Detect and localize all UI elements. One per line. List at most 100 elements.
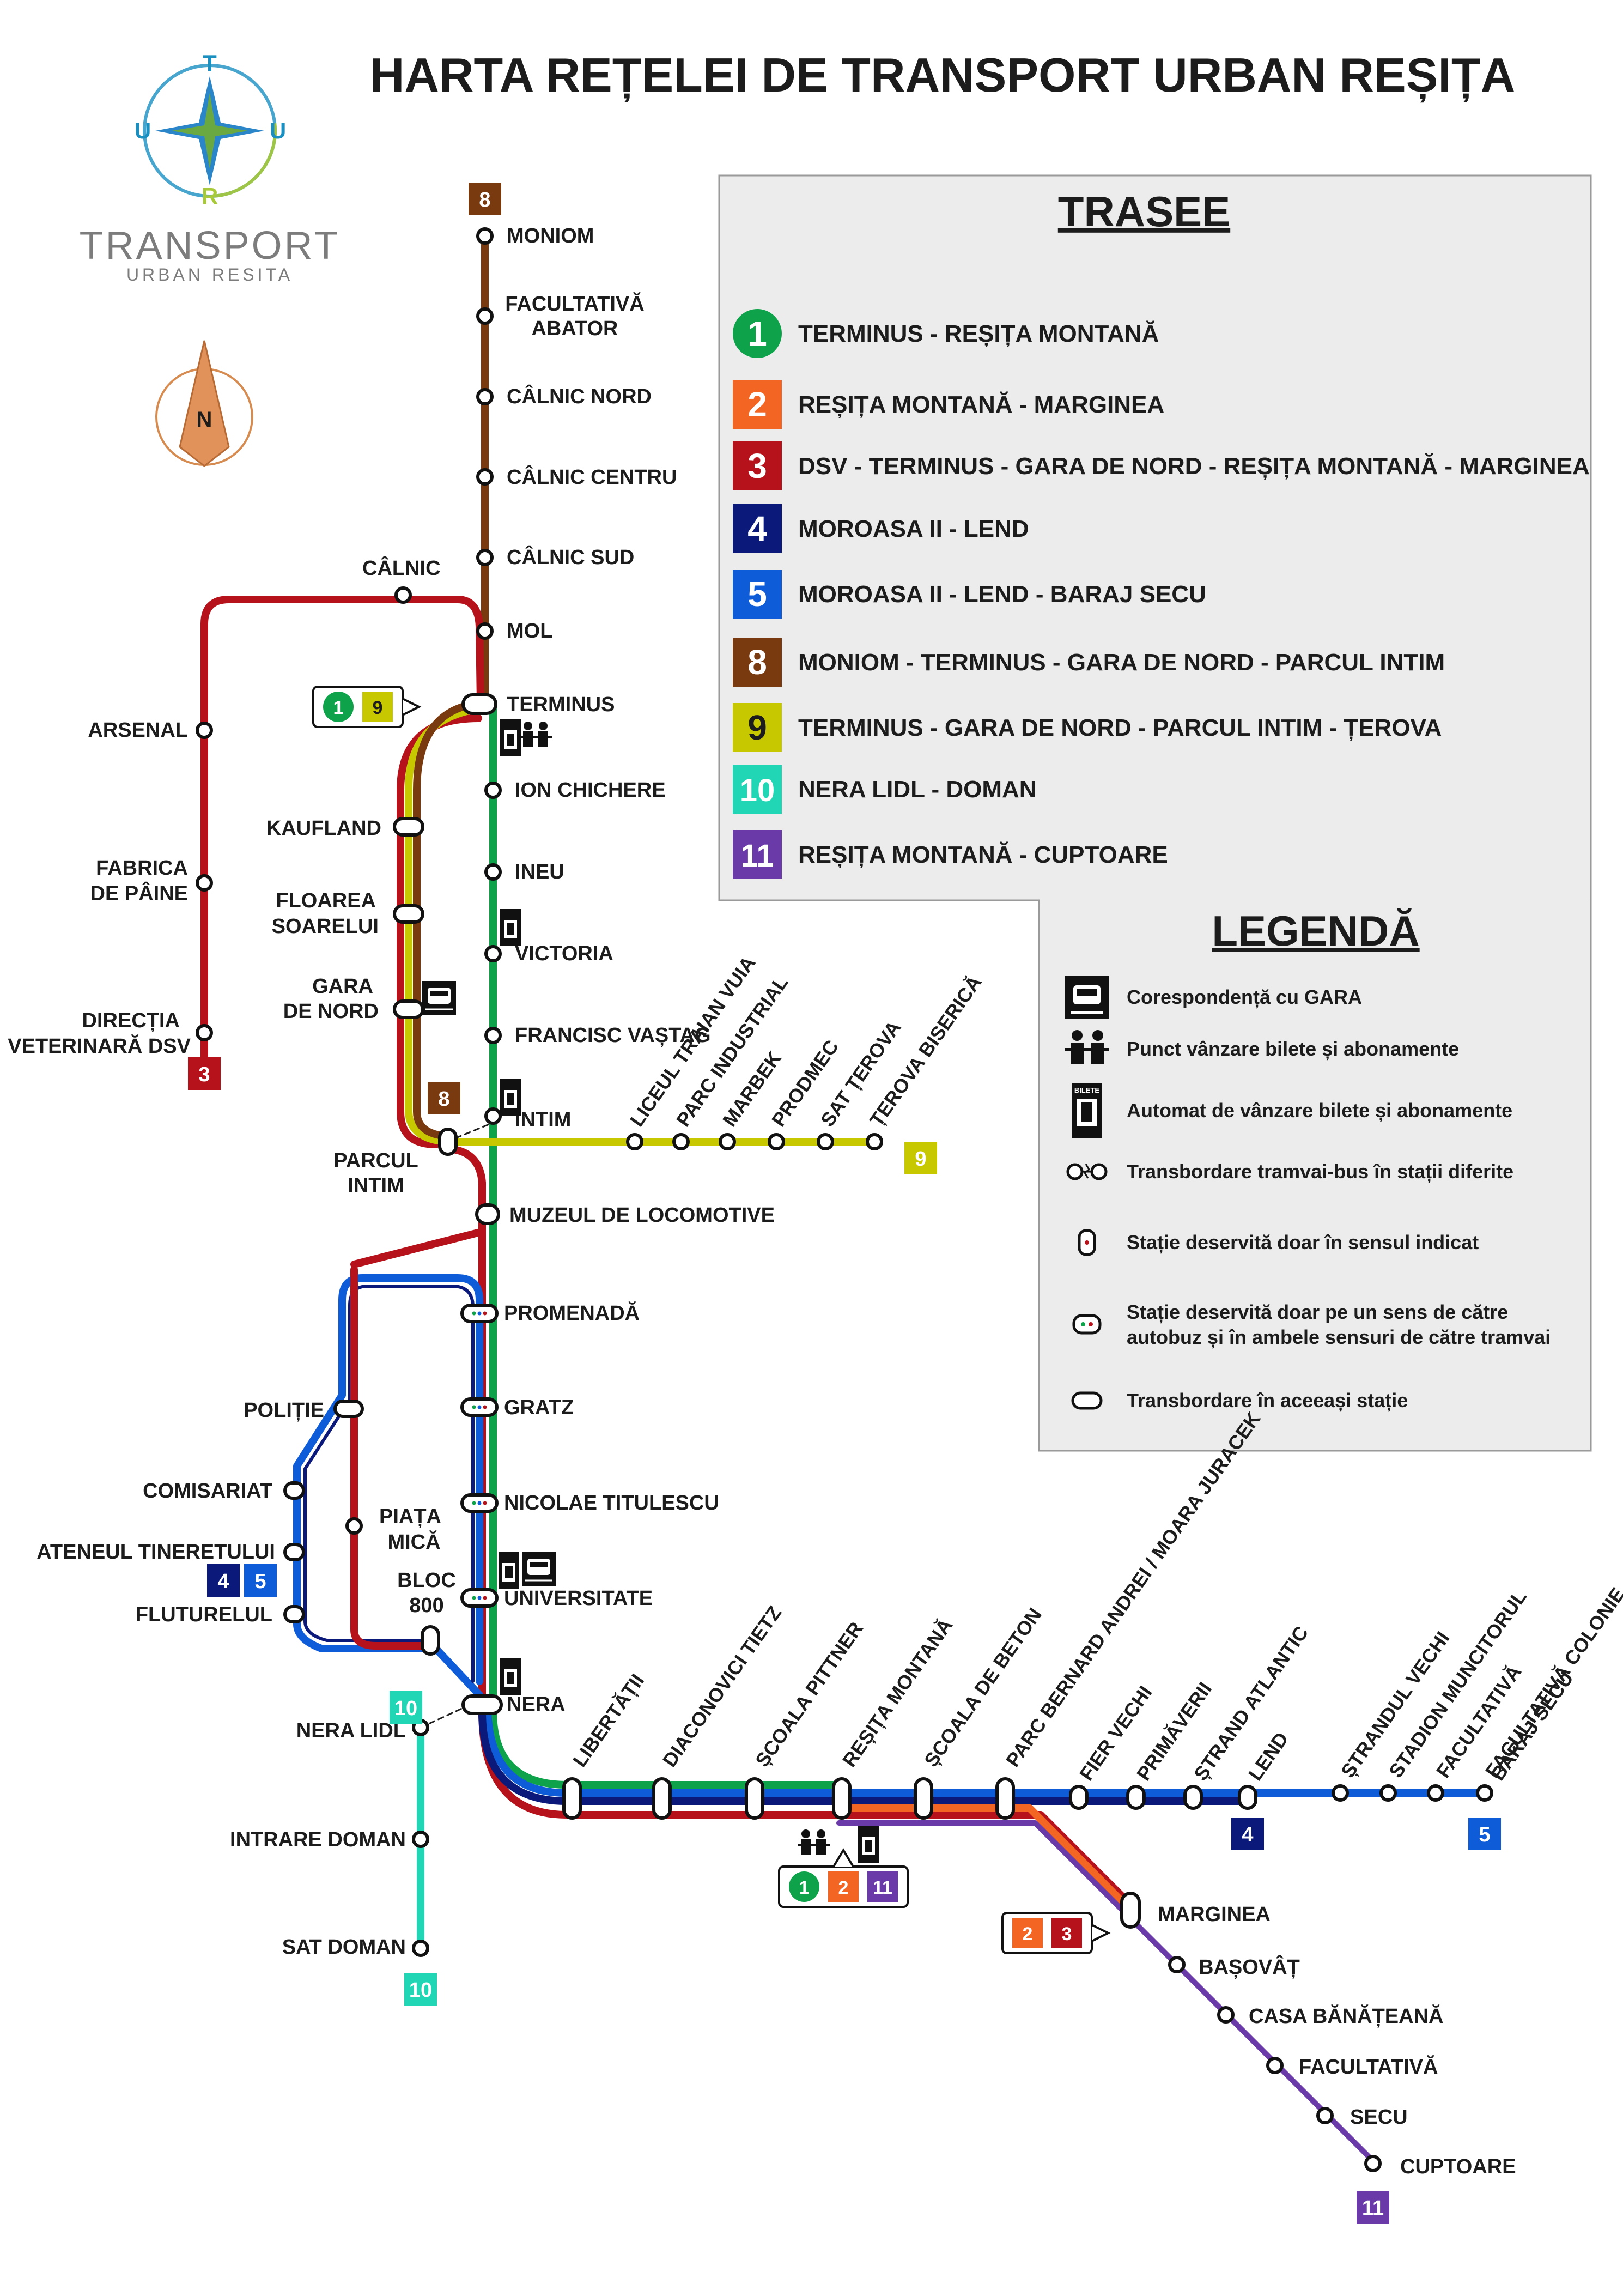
stop-marker-l9-2 bbox=[719, 1133, 736, 1150]
route-badge bbox=[733, 441, 782, 490]
station-parcul-2: INTIM bbox=[348, 1174, 404, 1197]
station-sat-doman: SAT DOMAN bbox=[282, 1936, 406, 1959]
stop-marker-l8-3 bbox=[476, 468, 494, 486]
svg-text:8: 8 bbox=[479, 189, 490, 211]
stop-marker-l10-1 bbox=[412, 1831, 429, 1848]
train-connection-icon bbox=[1065, 976, 1109, 1019]
line-9-intim-link bbox=[446, 1122, 494, 1143]
station-gara-2: DE NORD bbox=[283, 1000, 379, 1023]
stop-marker-l5-1 bbox=[1379, 1784, 1397, 1802]
stop-marker-l11-1 bbox=[1217, 2006, 1235, 2024]
route-description: MOROASA II - LEND - BARAJ SECU bbox=[798, 581, 1206, 608]
station-nera: NERA bbox=[507, 1693, 566, 1716]
line-3-dsv-loop bbox=[200, 596, 484, 1080]
north-arrow-icon: N bbox=[155, 340, 253, 467]
stop-marker-main-3 bbox=[832, 1777, 852, 1820]
svg-text:5: 5 bbox=[254, 1570, 266, 1593]
map-title: HARTA REȚELEI DE TRANSPORT URBAN REȘIȚA bbox=[370, 48, 1515, 102]
line-tag-l11: 11 bbox=[1357, 2191, 1389, 2224]
svg-text:4: 4 bbox=[217, 1570, 229, 1593]
station-calnic-nord: CÂLNIC NORD bbox=[507, 384, 652, 408]
facility-icons bbox=[422, 719, 879, 1863]
stop-marker-east-0 bbox=[1069, 1785, 1089, 1810]
routes-heading: TRASEE bbox=[1058, 187, 1230, 235]
svg-text:2: 2 bbox=[838, 1877, 849, 1898]
legend-text: Automat de vânzare bilete și abonamente bbox=[1127, 1099, 1512, 1122]
svg-text:3: 3 bbox=[1062, 1924, 1072, 1944]
station-vastag: FRANCISC VAȘTAG bbox=[515, 1024, 711, 1047]
stop-marker-main-1 bbox=[652, 1777, 672, 1820]
logo-subtitle: URBAN RESITA bbox=[126, 265, 293, 284]
stop-marker-main-2 bbox=[745, 1777, 764, 1820]
line-tag-l9: 9 bbox=[904, 1142, 937, 1174]
stop-marker-piata-mica bbox=[345, 1517, 363, 1535]
route-badge bbox=[733, 703, 782, 752]
station-facultativa: FACULTATIVĂ bbox=[1299, 2055, 1438, 2079]
svg-text:1: 1 bbox=[333, 698, 344, 718]
route-badge bbox=[733, 309, 782, 358]
universitate-train-icon bbox=[522, 1552, 556, 1586]
logo-name: TRANSPORT bbox=[80, 224, 341, 268]
station-universitate: UNIVERSITATE bbox=[504, 1587, 653, 1610]
gara-de-nord-train-icon bbox=[422, 981, 456, 1015]
station-politie: POLIȚIE bbox=[244, 1399, 324, 1422]
same-stop-transfer-icon bbox=[1071, 1391, 1103, 1410]
stop-marker-l8-1 bbox=[476, 307, 494, 325]
svg-text:10: 10 bbox=[394, 1697, 417, 1720]
legend-heading: LEGENDĂ bbox=[1212, 907, 1419, 955]
stop-marker-l5-3 bbox=[1476, 1784, 1493, 1802]
stop-marker-nera bbox=[461, 1694, 503, 1715]
legend-text-2: autobuz și în ambele sensuri de către tr… bbox=[1127, 1326, 1551, 1348]
line-4-loop bbox=[303, 1285, 475, 1683]
route-description: NERA LIDL - DOMAN bbox=[798, 776, 1037, 803]
legend-panel bbox=[1038, 899, 1592, 1452]
stop-marker-l11-4 bbox=[1364, 2155, 1382, 2172]
legend-item-2: Punct vânzare bilete și abonamente bbox=[1065, 1030, 1459, 1064]
logo-letter-u-left: U bbox=[135, 118, 151, 143]
intim-ticket-machine-icon bbox=[500, 1079, 521, 1116]
station-main-1: LIBERTĂȚII bbox=[568, 1670, 648, 1771]
station-dsv-2: VETERINARĂ DSV bbox=[8, 1034, 191, 1058]
stop-marker-l10-2 bbox=[412, 1940, 429, 1957]
logo-letter-r: R bbox=[202, 183, 218, 209]
station-ateneul: ATENEUL TINERETULUI bbox=[37, 1541, 275, 1564]
line-4-main bbox=[478, 1707, 1251, 1805]
station-floarea-1: FLOAREA bbox=[276, 889, 376, 912]
route-number: 3 bbox=[747, 446, 767, 486]
station-fabrica-1: FABRICA bbox=[96, 857, 188, 880]
svg-text:9: 9 bbox=[915, 1148, 926, 1171]
svg-text:1: 1 bbox=[799, 1877, 810, 1898]
route-number: 11 bbox=[740, 838, 774, 874]
stop-marker-l5-0 bbox=[1332, 1784, 1349, 1802]
stop-marker-main-0 bbox=[562, 1777, 582, 1820]
stop-marker-ateneul bbox=[283, 1543, 305, 1561]
line-tag-l5: 5 bbox=[1468, 1818, 1501, 1850]
stop-marker-terminus bbox=[461, 693, 497, 715]
route-badge bbox=[733, 570, 782, 619]
stop-marker-parcul-intim bbox=[438, 1128, 458, 1156]
line-3-loop-north bbox=[350, 1228, 486, 1268]
legend-text: Punct vânzare bilete și abonamente bbox=[1127, 1038, 1459, 1060]
route-badge bbox=[733, 638, 782, 687]
line-tag-l10: 10 bbox=[404, 1973, 437, 2006]
terminus-ticket-machine-icon bbox=[500, 719, 521, 756]
stop-marker-east-1 bbox=[1126, 1785, 1146, 1810]
legend-text: Stație deservită doar în sensul indicat bbox=[1127, 1231, 1479, 1254]
stop-marker-l8-5 bbox=[476, 622, 494, 640]
station-victoria: VICTORIA bbox=[515, 942, 613, 965]
svg-text:2: 2 bbox=[1023, 1924, 1033, 1944]
station-ion-chichere: ION CHICHERE bbox=[515, 779, 666, 802]
line-tag-l8: 8 bbox=[428, 1082, 460, 1114]
station-terminus: TERMINUS bbox=[507, 693, 615, 716]
station-calnic-sud: CÂLNIC SUD bbox=[507, 545, 634, 569]
station-mol: MOL bbox=[507, 620, 552, 643]
station-gara-1: GARA bbox=[312, 975, 373, 998]
